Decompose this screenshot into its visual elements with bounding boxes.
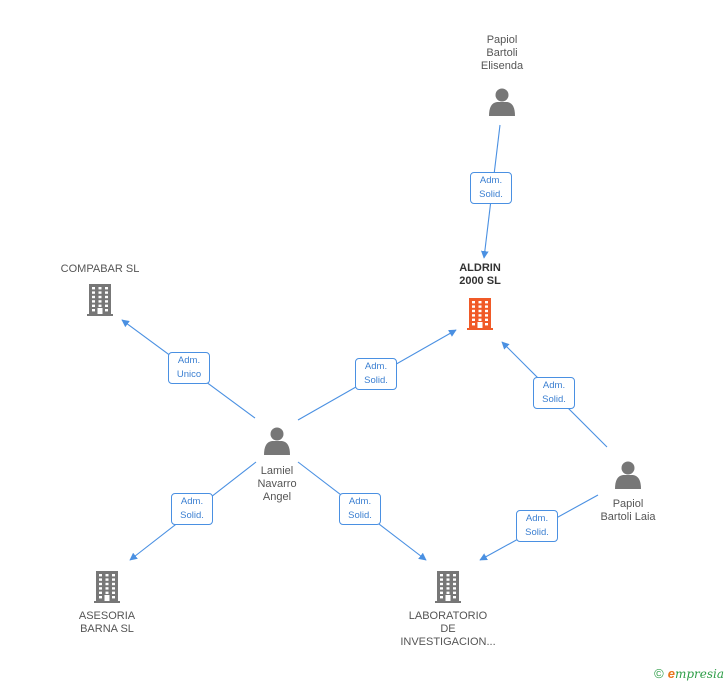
empresia-logo: ©empresia <box>654 666 724 681</box>
edge-label[interactable]: Adm. Solid. <box>355 358 397 390</box>
building-icon[interactable] <box>435 571 461 603</box>
person-icon[interactable] <box>264 427 290 456</box>
edge-label[interactable]: Adm. Solid. <box>533 377 575 409</box>
copyright-symbol: © <box>654 666 664 681</box>
edge-label[interactable]: Adm. Solid. <box>171 493 213 525</box>
person-icon[interactable] <box>615 461 641 490</box>
edge-label[interactable]: Adm. Unico <box>168 352 210 384</box>
person-icon[interactable] <box>489 88 515 117</box>
node-label-compabar[interactable]: COMPABAR SL <box>60 263 140 275</box>
building-icon[interactable] <box>94 571 120 603</box>
brand-name: mpresia <box>674 667 724 681</box>
node-label-papiol-elisenda[interactable]: Papiol Bartoli Elisenda <box>480 34 524 72</box>
edge-label[interactable]: Adm. Solid. <box>470 172 512 204</box>
node-label-laboratorio[interactable]: LABORATORIO DE INVESTIGACION... <box>400 610 496 648</box>
building-icon[interactable] <box>87 284 113 316</box>
edge-label[interactable]: Adm. Solid. <box>516 510 558 542</box>
node-label-lamiel[interactable]: Lamiel Navarro Angel <box>257 465 297 503</box>
node-label-aldrin[interactable]: ALDRIN 2000 SL <box>459 262 501 287</box>
node-label-asesoria[interactable]: ASESORIA BARNA SL <box>78 610 136 635</box>
brand-initial: e <box>667 666 675 681</box>
edge-label[interactable]: Adm. Solid. <box>339 493 381 525</box>
building-icon[interactable] <box>467 298 493 330</box>
node-label-papiol-laia[interactable]: Papiol Bartoli Laia <box>600 498 656 523</box>
